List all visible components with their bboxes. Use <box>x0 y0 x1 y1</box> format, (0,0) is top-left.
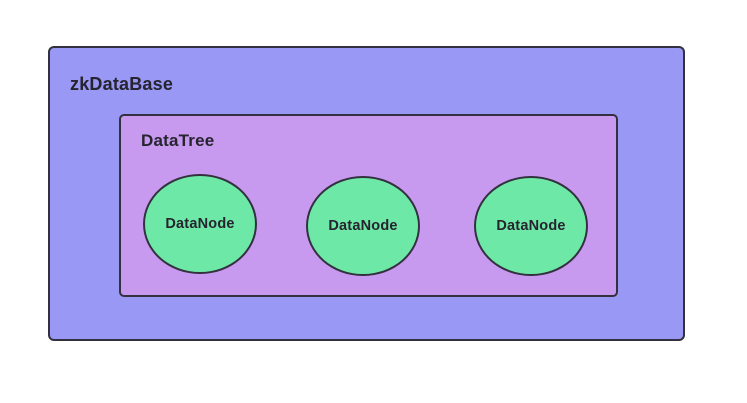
zkdatabase-label: zkDataBase <box>70 74 174 94</box>
zkdatabase-container: zkDataBase DataTree DataNode DataNode Da… <box>48 46 685 341</box>
datanode-label-3: DataNode <box>496 218 566 234</box>
datanode-ellipse-1: DataNode <box>143 174 257 274</box>
datatree-label: DataTree <box>141 131 215 150</box>
datanode-label-2: DataNode <box>328 218 398 234</box>
datatree-container: DataTree DataNode DataNode DataNode <box>119 114 618 297</box>
datanode-ellipse-2: DataNode <box>306 176 420 276</box>
datanode-label-1: DataNode <box>165 216 235 232</box>
datanode-ellipse-3: DataNode <box>474 176 588 276</box>
